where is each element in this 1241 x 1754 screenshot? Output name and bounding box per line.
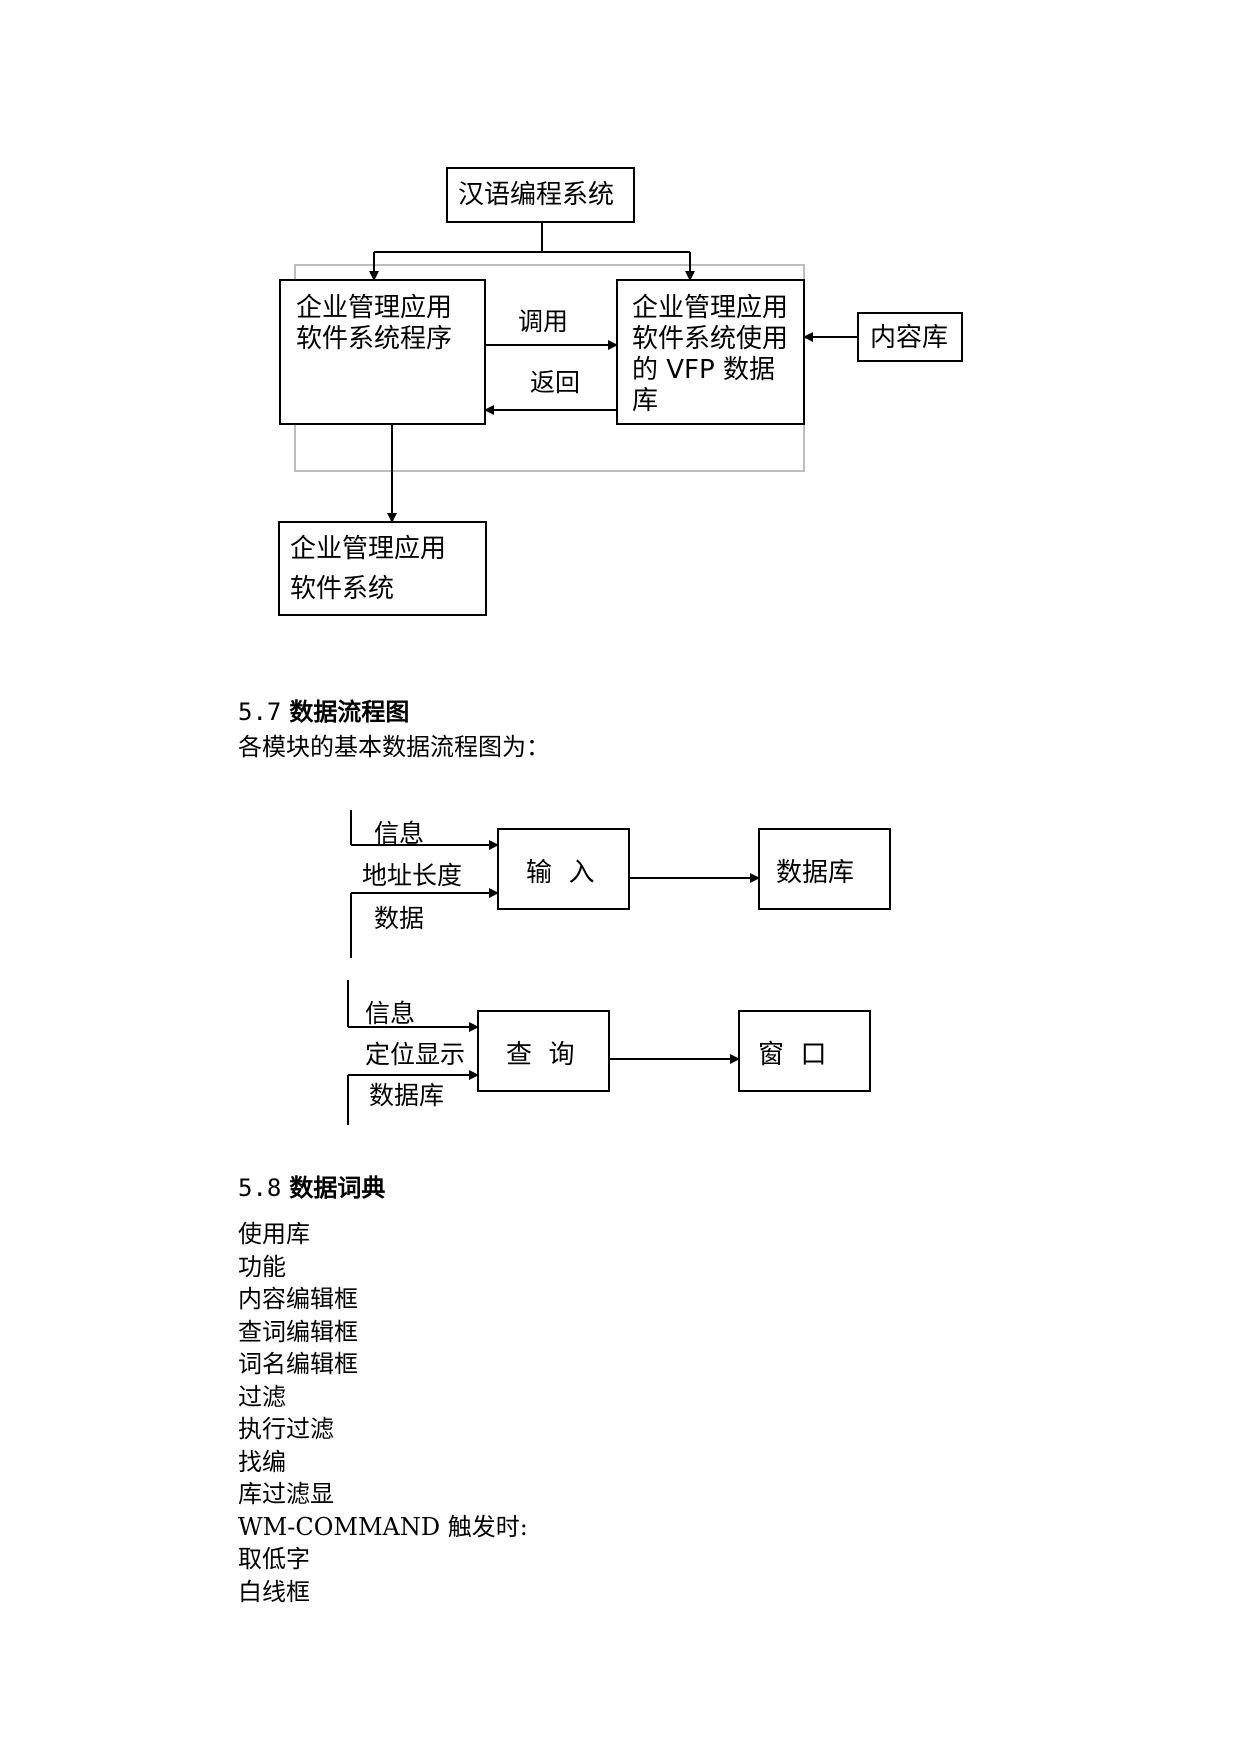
section-5-8-title: 数据词典 — [289, 1174, 386, 1202]
query-process-box — [477, 1010, 610, 1092]
query-flow-label-locate-display: 定位显示 — [365, 1040, 465, 1069]
system-structure-diagram: 汉语编程系统 企业管理应用 软件系统程序 企业管理应用 软件系统使用 的 VFP… — [278, 167, 963, 616]
query-process-label: 查 询 — [506, 1040, 575, 1070]
return-label: 返回 — [530, 368, 580, 397]
dictionary-item: 找编 — [238, 1447, 286, 1476]
query-flow-label-database: 数据库 — [369, 1081, 444, 1110]
dictionary-item: 使用库 — [238, 1220, 310, 1248]
dictionary-item: 内容编辑框 — [238, 1285, 358, 1313]
dictionary-item: 功能 — [238, 1252, 286, 1281]
database-box-label: 数据库 — [776, 858, 854, 888]
data-dictionary-list: 使用库 功能 内容编辑框 查词编辑框 词名编辑框 过滤 执行过滤 找编 库过滤显… — [238, 1218, 528, 1608]
query-flow-label-info: 信息 — [365, 999, 415, 1028]
dictionary-item: 库过滤显 — [238, 1480, 334, 1508]
right-box — [616, 279, 805, 425]
dictionary-item: 查词编辑框 — [238, 1317, 358, 1346]
right-box-label-line-2: 软件系统使用 — [632, 324, 788, 354]
input-flow-diagram: 信息 地址长度 数据 输 入 数据库 — [350, 810, 891, 958]
content-store-box — [857, 312, 963, 362]
input-process-label: 输 入 — [526, 858, 595, 888]
input-flow-label-address-length: 地址长度 — [362, 861, 462, 890]
bottom-box — [278, 521, 487, 616]
left-box — [279, 279, 486, 425]
query-flow-diagram: 信息 定位显示 数据库 查 询 窗 口 — [347, 980, 871, 1125]
top-box-label: 汉语编程系统 — [458, 180, 614, 210]
dictionary-item: WM-COMMAND 触发时: — [238, 1512, 528, 1541]
right-box-label-line-3: 的 VFP 数据 — [632, 355, 775, 385]
dictionary-item: 白线框 — [238, 1577, 310, 1606]
section-5-7-number: 5.7 — [238, 698, 282, 726]
input-flow-label-info: 信息 — [374, 819, 424, 848]
window-box-label: 窗 口 — [758, 1040, 827, 1070]
content-store-label: 内容库 — [870, 323, 948, 353]
dictionary-item: 词名编辑框 — [238, 1350, 358, 1378]
top-box — [446, 167, 635, 223]
database-box — [758, 828, 891, 910]
bottom-box-label-line-2: 软件系统 — [290, 574, 394, 604]
section-5-7-intro: 各模块的基本数据流程图为： — [238, 733, 550, 761]
section-5-8-number: 5.8 — [238, 1174, 282, 1202]
call-label: 调用 — [518, 307, 568, 336]
dictionary-item: 取低字 — [238, 1545, 310, 1573]
bottom-box-label-line-1: 企业管理应用 — [290, 534, 446, 564]
window-box — [738, 1010, 871, 1092]
input-process-box — [497, 828, 630, 910]
right-box-label-line-4: 库 — [632, 386, 658, 416]
dictionary-item: 执行过滤 — [238, 1415, 334, 1443]
left-box-label-line-2: 软件系统程序 — [296, 324, 452, 354]
right-box-label-line-1: 企业管理应用 — [632, 293, 788, 323]
section-5-7-title: 数据流程图 — [289, 698, 410, 726]
left-box-label-line-1: 企业管理应用 — [296, 293, 452, 323]
dictionary-item: 过滤 — [238, 1382, 286, 1411]
input-flow-label-data: 数据 — [374, 904, 424, 933]
